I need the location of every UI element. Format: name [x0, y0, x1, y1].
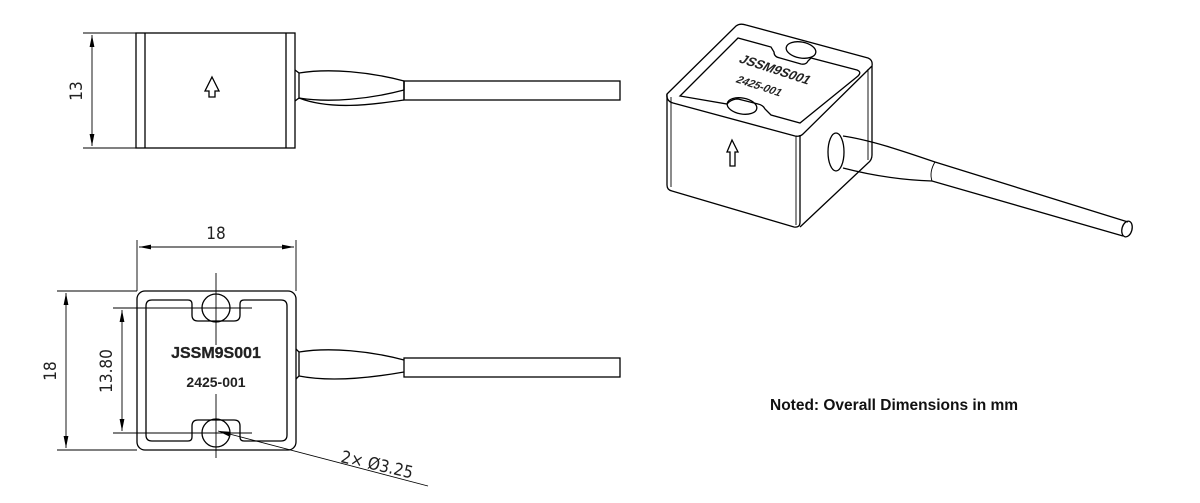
side-view: 13: [67, 32, 621, 149]
direction-arrow-icon: [203, 75, 221, 98]
dimensions-note: Noted: Overall Dimensions in mm: [770, 397, 1019, 414]
side-height-dimension: 13: [67, 81, 87, 100]
top-model-label: JSSM9S001: [171, 345, 261, 362]
iso-serial-label: 2425-001: [733, 75, 784, 99]
top-width-dimension: 18: [206, 224, 225, 244]
isometric-view: JSSM9S001 2425-001: [666, 23, 1133, 238]
hole-spacing-dimension: 13.80: [97, 349, 117, 393]
top-view: JSSM9S001 2425-001 18 18 13.80 2× Ø3.25: [41, 224, 621, 487]
iso-direction-arrow-icon: [726, 138, 740, 167]
hole-callout: 2× Ø3.25: [339, 447, 415, 483]
top-height-dimension: 18: [41, 361, 61, 380]
top-serial-label: 2425-001: [186, 374, 245, 390]
